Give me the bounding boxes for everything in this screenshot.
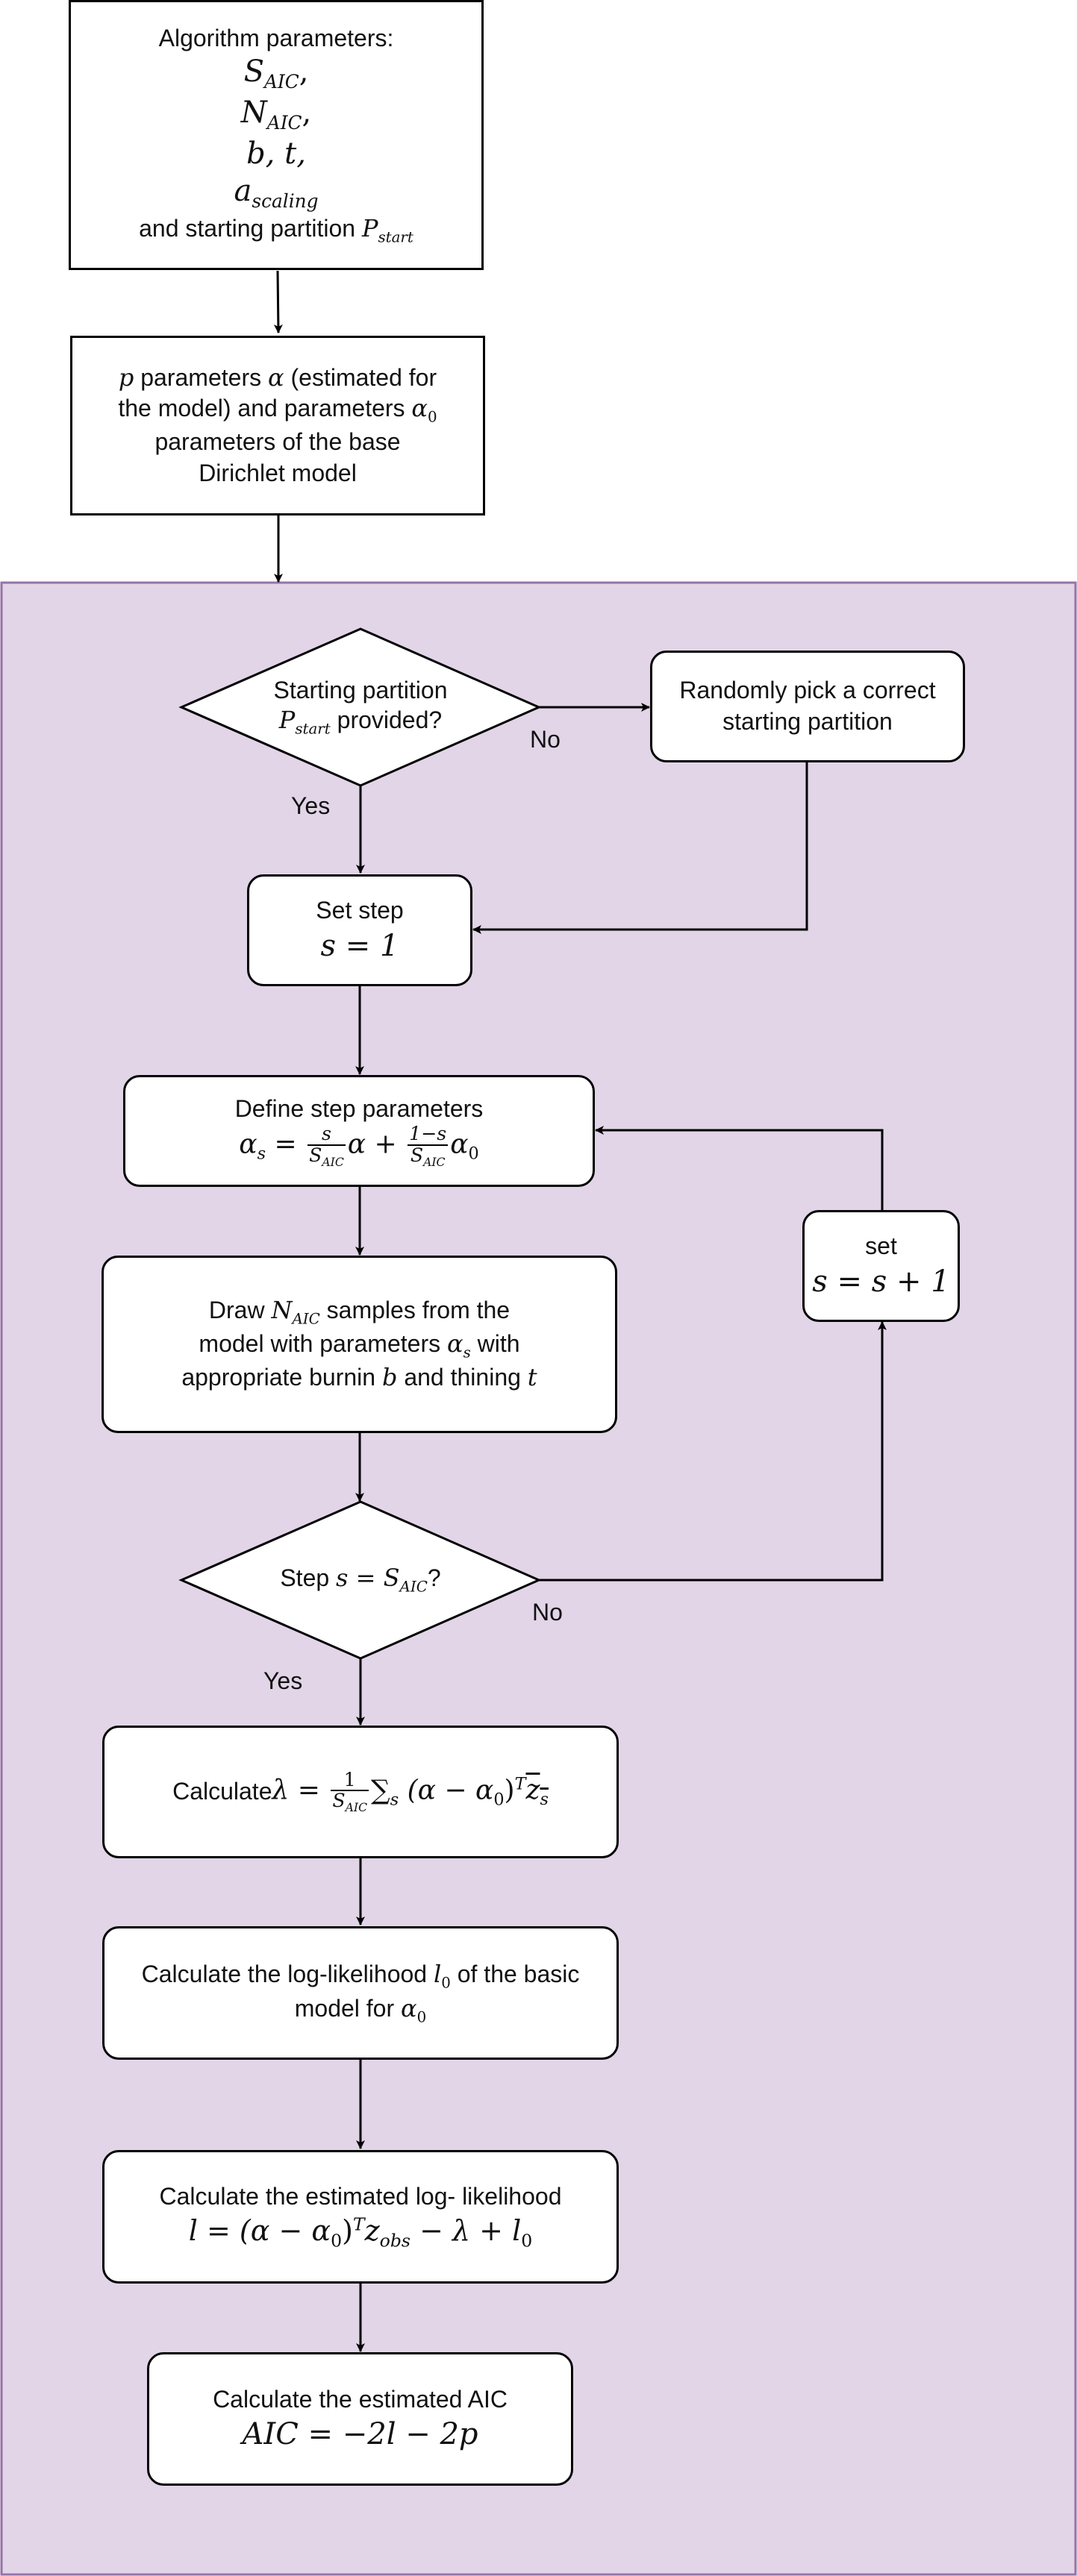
p-start-var: P: [361, 213, 378, 242]
n-aic-var: N: [240, 95, 267, 130]
params-box: Algorithm parameters: SAIC, NAIC, b, t, …: [69, 0, 484, 270]
calc-aic-eq: AIC = −2l − 2p: [242, 2417, 478, 2452]
set-step-box: Set step s = 1: [247, 874, 472, 986]
label-step-no: No: [532, 1599, 563, 1626]
label-start-yes: Yes: [291, 792, 331, 819]
label-step-yes: Yes: [263, 1667, 303, 1694]
random-partition-box: Randomly pick a correct starting partiti…: [650, 651, 965, 762]
edge-inc-to-define: [595, 1126, 884, 1210]
decision-start-text: Starting partition Pstart provided?: [273, 677, 448, 738]
s-aic-var: S: [243, 54, 264, 89]
set-step-eq: s = 1: [320, 928, 399, 963]
b-t-vars: b, t,: [246, 136, 306, 171]
calc-aic-box: Calculate the estimated AIC AIC = −2l − …: [147, 2352, 573, 2486]
connectors: [273, 270, 887, 2352]
edge-step-no: [539, 1321, 887, 1582]
a-scaling-var: a: [234, 173, 252, 208]
draw-samples-box: Draw NAIC samples from the model with pa…: [102, 1256, 617, 1433]
label-start-no: No: [530, 726, 561, 753]
increment-step-box: set s = s + 1: [802, 1210, 960, 1322]
decision-step-text: Step s = SAIC?: [280, 1564, 441, 1596]
alpha-params-box: p parameters α (estimated for the model)…: [70, 336, 485, 515]
calc-l-eq: l = (α − α0)Tzobs − λ + l0: [188, 2213, 533, 2251]
calc-l-box: Calculate the estimated log- likelihood …: [102, 2150, 619, 2284]
params-title: Algorithm parameters:: [158, 24, 394, 51]
edge-random-to-setstep: [472, 762, 808, 934]
increment-eq: s = s + 1: [812, 1264, 950, 1299]
sum-symbol: ∑: [371, 1774, 390, 1805]
calc-l0-box: Calculate the log-likelihood l0 of the b…: [102, 1926, 619, 2060]
